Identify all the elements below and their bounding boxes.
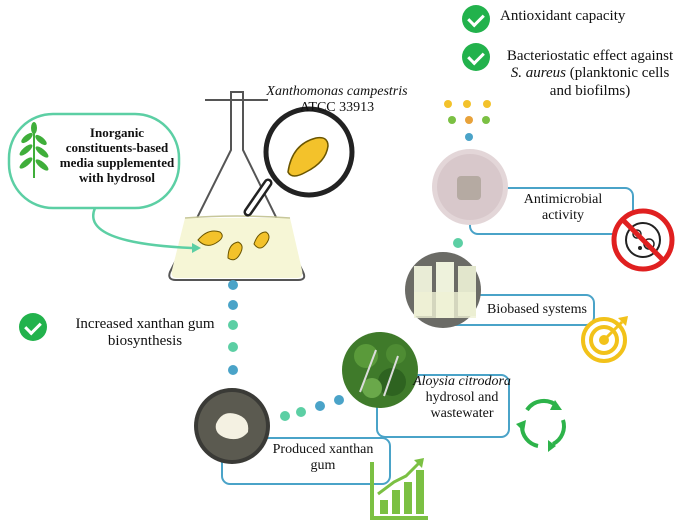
media-box-frame [7, 112, 181, 210]
vertical-dots [228, 280, 238, 375]
media-line2: constituents-based [65, 139, 169, 155]
dots-cluster [444, 100, 491, 141]
recycle-icon [516, 398, 566, 452]
bacteria-in-flask [197, 230, 270, 261]
biobased-label: Biobased systems [487, 302, 587, 317]
bacteriostatic-line2-rest: (planktonic cells [565, 65, 670, 82]
bacteriostatic-species: S. aureus [510, 65, 566, 82]
check-icon [462, 43, 490, 71]
bacteriostatic-line2: S. aureus (planktonic cells [500, 65, 680, 82]
antimicrobial-line1: Antimicrobial [523, 192, 603, 207]
hydrosol-line2: hydrosol and [425, 390, 499, 406]
check-icon [462, 5, 490, 33]
organism-label: Xanthomonas campestris ATCC 33913 [262, 84, 412, 116]
plant-sprig-icon [19, 122, 49, 178]
media-line3: media supplemented [59, 154, 175, 170]
bacteriostatic-line3: and biofilms) [549, 82, 631, 99]
antimicrobial-line2: activity [542, 208, 584, 224]
benefit-antioxidant: Antioxidant capacity [500, 8, 626, 24]
benefit-bacteriostatic: Bacteriostatic effect against S. aureus … [500, 48, 680, 100]
antimicrobial-label: Antimicrobial activity [508, 192, 618, 224]
organism-name: Xanthomonas campestris [266, 84, 408, 99]
photo-aloysia-plant [342, 332, 418, 408]
photo-petri-xanthan [194, 388, 270, 464]
media-line1: Inorganic [89, 125, 145, 140]
produced-line2: gum [310, 458, 336, 474]
hydrosol-line3: wastewater [430, 406, 494, 422]
target-icon [581, 316, 628, 363]
photo-petri-antimicrobial [432, 149, 508, 225]
magnifier-icon [243, 106, 355, 217]
organism-strain: ATCC 33913 [299, 100, 375, 116]
media-line4: with hydrosol [79, 169, 155, 185]
biosynthesis-line1: Increased xanthan gum [75, 316, 215, 332]
biosynthesis-line2: biosynthesis [107, 333, 183, 350]
media-connector-arrow [92, 207, 193, 250]
growth-chart-icon [370, 458, 428, 520]
hydrosol-label: Aloysia citrodora hydrosol and wastewate… [410, 374, 514, 422]
bacteriostatic-line1: Bacteriostatic effect against [506, 48, 674, 64]
biosynthesis-label: Increased xanthan gum biosynthesis [50, 316, 240, 351]
produced-line1: Produced xanthan [272, 442, 374, 457]
photo-biobased-vials [405, 252, 481, 328]
media-box-text: Inorganic constituents-based media suppl… [58, 125, 176, 186]
produced-label: Produced xanthan gum [262, 442, 384, 474]
check-icon [19, 313, 47, 341]
hydrosol-species: Aloysia citrodora [413, 374, 511, 389]
prohibited-microbes-icon [611, 208, 675, 272]
diagonal-dots [280, 238, 463, 421]
